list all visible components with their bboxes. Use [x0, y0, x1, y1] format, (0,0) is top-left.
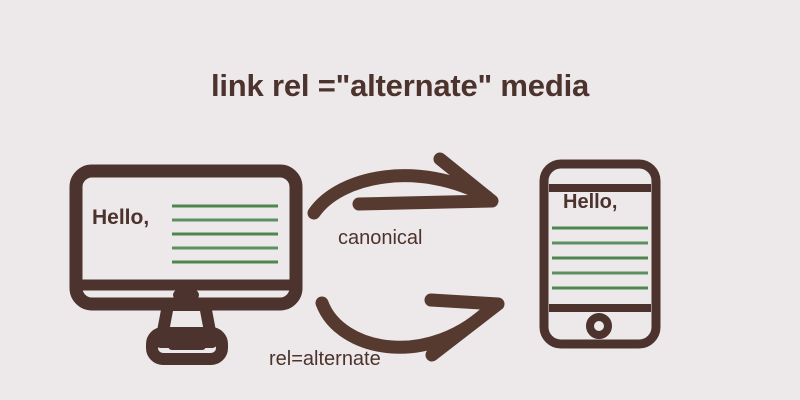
phone-content-lines	[552, 226, 648, 290]
alternate-arrow	[315, 293, 505, 362]
alternate-arrow-label: rel=alternate	[269, 348, 381, 370]
canonical-arrow	[307, 152, 499, 220]
phone-screen-text: Hello,	[563, 191, 618, 213]
canonical-arrow-head	[352, 152, 499, 211]
canonical-arrow-label: canonical	[338, 227, 423, 249]
phone-body	[539, 159, 661, 349]
page-title: link rel ="alternate" media	[210, 68, 590, 103]
desktop-stand-base	[146, 327, 228, 365]
alternate-arrow-head	[424, 293, 505, 362]
phone-home-button[interactable]	[586, 313, 612, 339]
desktop-content-lines	[172, 204, 278, 264]
desktop-screen-text: Hello,	[92, 206, 150, 229]
desktop-monitor	[69, 164, 303, 365]
canonical-arrow-shaft	[307, 169, 494, 220]
mobile-phone	[539, 159, 661, 349]
